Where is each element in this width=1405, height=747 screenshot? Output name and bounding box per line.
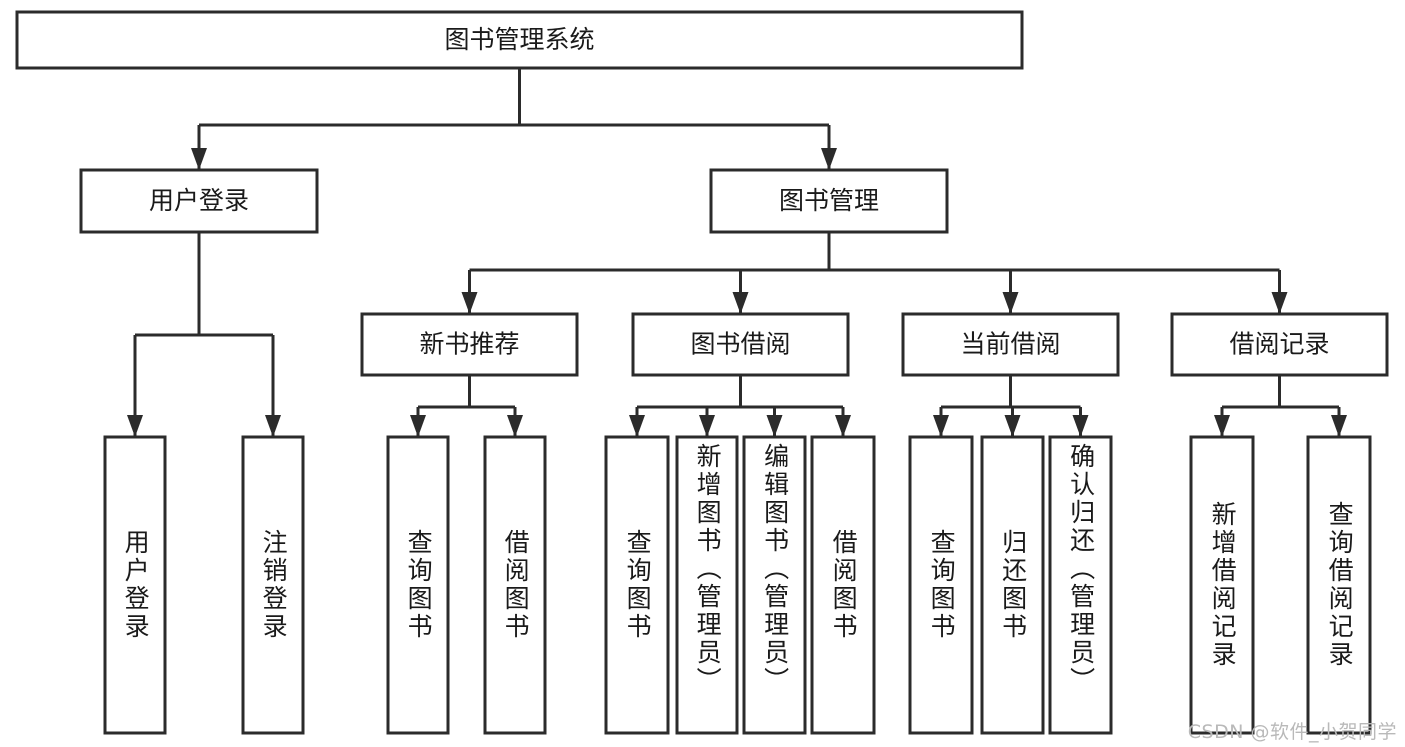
connector-lines-group xyxy=(127,68,1347,437)
watermark-text: CSDN @软件_小贺同学 xyxy=(1187,721,1397,743)
node-boxes-group xyxy=(15,10,1389,735)
node-box-book-borrow[interactable] xyxy=(631,312,850,377)
arrow-head-icon xyxy=(507,415,523,437)
node-box-new-book-recommend[interactable] xyxy=(360,312,579,377)
arrow-head-icon xyxy=(1331,415,1347,437)
arrow-head-icon xyxy=(1002,292,1019,314)
node-box-leaf-query-borrow-record[interactable] xyxy=(1306,435,1372,735)
arrow-head-icon xyxy=(1214,415,1230,437)
node-box-leaf-add-borrow-record[interactable] xyxy=(1189,435,1255,735)
node-label-user-login: 用户登录 xyxy=(149,186,249,215)
node-box-leaf-return-book[interactable] xyxy=(980,435,1045,735)
node-box-leaf-edit-book[interactable] xyxy=(742,435,807,735)
node-label-current-borrow: 当前借阅 xyxy=(960,330,1060,359)
node-box-leaf-query-book-rec[interactable] xyxy=(386,435,450,735)
node-label-book-manage: 图书管理 xyxy=(779,186,879,215)
arrow-head-icon xyxy=(933,415,949,437)
node-label-book-borrow: 图书借阅 xyxy=(690,330,790,359)
arrow-head-icon xyxy=(265,415,281,437)
node-label-new-book-recommend: 新书推荐 xyxy=(419,330,519,359)
arrow-head-icon xyxy=(629,415,645,437)
node-box-borrow-record[interactable] xyxy=(1170,312,1389,377)
arrow-head-icon xyxy=(732,292,749,314)
arrow-head-icon xyxy=(766,415,783,437)
node-label-root: 图书管理系统 xyxy=(444,25,594,54)
arrow-head-icon xyxy=(835,415,851,437)
arrow-head-icon xyxy=(1072,415,1089,437)
arrow-head-icon xyxy=(821,148,837,170)
node-box-leaf-confirm-return[interactable] xyxy=(1048,435,1113,735)
node-box-leaf-user-login[interactable] xyxy=(103,435,167,735)
arrow-head-icon xyxy=(191,148,207,170)
node-box-current-borrow[interactable] xyxy=(901,312,1120,377)
node-box-leaf-logout[interactable] xyxy=(241,435,305,735)
node-box-leaf-borrow-book-rec[interactable] xyxy=(483,435,547,735)
node-box-leaf-query-book-current[interactable] xyxy=(908,435,974,735)
node-box-book-manage[interactable] xyxy=(709,168,949,234)
node-box-user-login[interactable] xyxy=(79,168,319,234)
node-label-borrow-record: 借阅记录 xyxy=(1229,330,1329,359)
node-box-leaf-query-book-borrow[interactable] xyxy=(604,435,670,735)
node-box-root[interactable] xyxy=(15,10,1024,70)
node-box-leaf-borrow-book[interactable] xyxy=(810,435,876,735)
arrow-head-icon xyxy=(410,415,426,437)
arrow-head-icon xyxy=(1004,415,1021,437)
arrow-head-icon xyxy=(699,415,715,437)
arrow-head-icon xyxy=(127,415,143,437)
arrow-head-icon xyxy=(1271,292,1288,314)
node-box-leaf-add-book[interactable] xyxy=(675,435,739,735)
arrow-head-icon xyxy=(461,292,478,314)
